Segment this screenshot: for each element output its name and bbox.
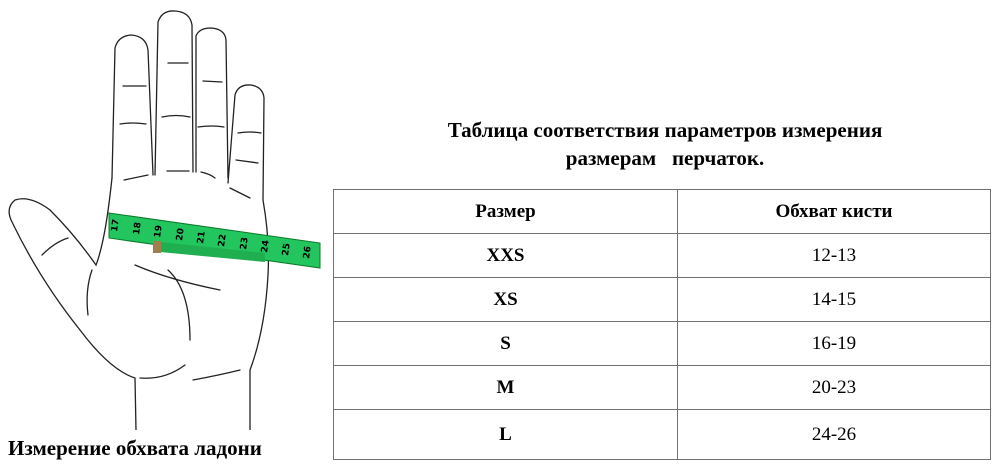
page-title: Таблица соответствия параметров измерени…: [400, 116, 930, 172]
girth-cell: 16-19: [677, 321, 991, 366]
title-line-1: Таблица соответствия параметров измерени…: [447, 118, 883, 142]
title-line-2: размерам перчаток.: [565, 146, 765, 170]
size-cell: S: [333, 321, 678, 366]
size-cell: M: [333, 365, 678, 410]
girth-cell: 12-13: [677, 233, 991, 278]
table-row: S 16-19: [333, 321, 991, 366]
svg-text:17: 17: [110, 219, 122, 233]
svg-text:25: 25: [281, 243, 293, 257]
girth-cell: 20-23: [677, 365, 991, 410]
header-size: Размер: [333, 189, 678, 234]
header-girth: Обхват кисти: [677, 189, 991, 234]
hand-measurement-illustration: 17 18 19 20 21 22 23 24 25 26: [0, 0, 330, 431]
svg-text:23: 23: [239, 237, 251, 251]
table-header-row: Размер Обхват кисти: [333, 189, 991, 234]
size-table: Размер Обхват кисти XXS 12-13 XS 14-15 S…: [333, 189, 991, 460]
table-row: XXS 12-13: [333, 233, 991, 278]
table-row: M 20-23: [333, 365, 991, 410]
size-cell: L: [333, 409, 678, 460]
girth-cell: 24-26: [677, 409, 991, 460]
svg-text:22: 22: [217, 234, 229, 248]
size-cell: XS: [333, 277, 678, 322]
svg-text:24: 24: [260, 240, 272, 254]
svg-text:19: 19: [153, 225, 165, 239]
svg-text:18: 18: [132, 222, 144, 236]
table-row: L 24-26: [333, 409, 991, 460]
illustration-caption: Измерение обхвата ладони: [8, 436, 262, 460]
measuring-tape-icon: 17 18 19 20 21 22 23 24 25 26: [108, 212, 321, 269]
hand-icon: 17 18 19 20 21 22 23 24 25 26: [8, 10, 321, 431]
girth-cell: 14-15: [677, 277, 991, 322]
size-cell: XXS: [333, 233, 678, 278]
svg-text:26: 26: [302, 246, 314, 260]
svg-text:20: 20: [175, 228, 187, 242]
table-row: XS 14-15: [333, 277, 991, 322]
svg-text:21: 21: [196, 231, 208, 245]
